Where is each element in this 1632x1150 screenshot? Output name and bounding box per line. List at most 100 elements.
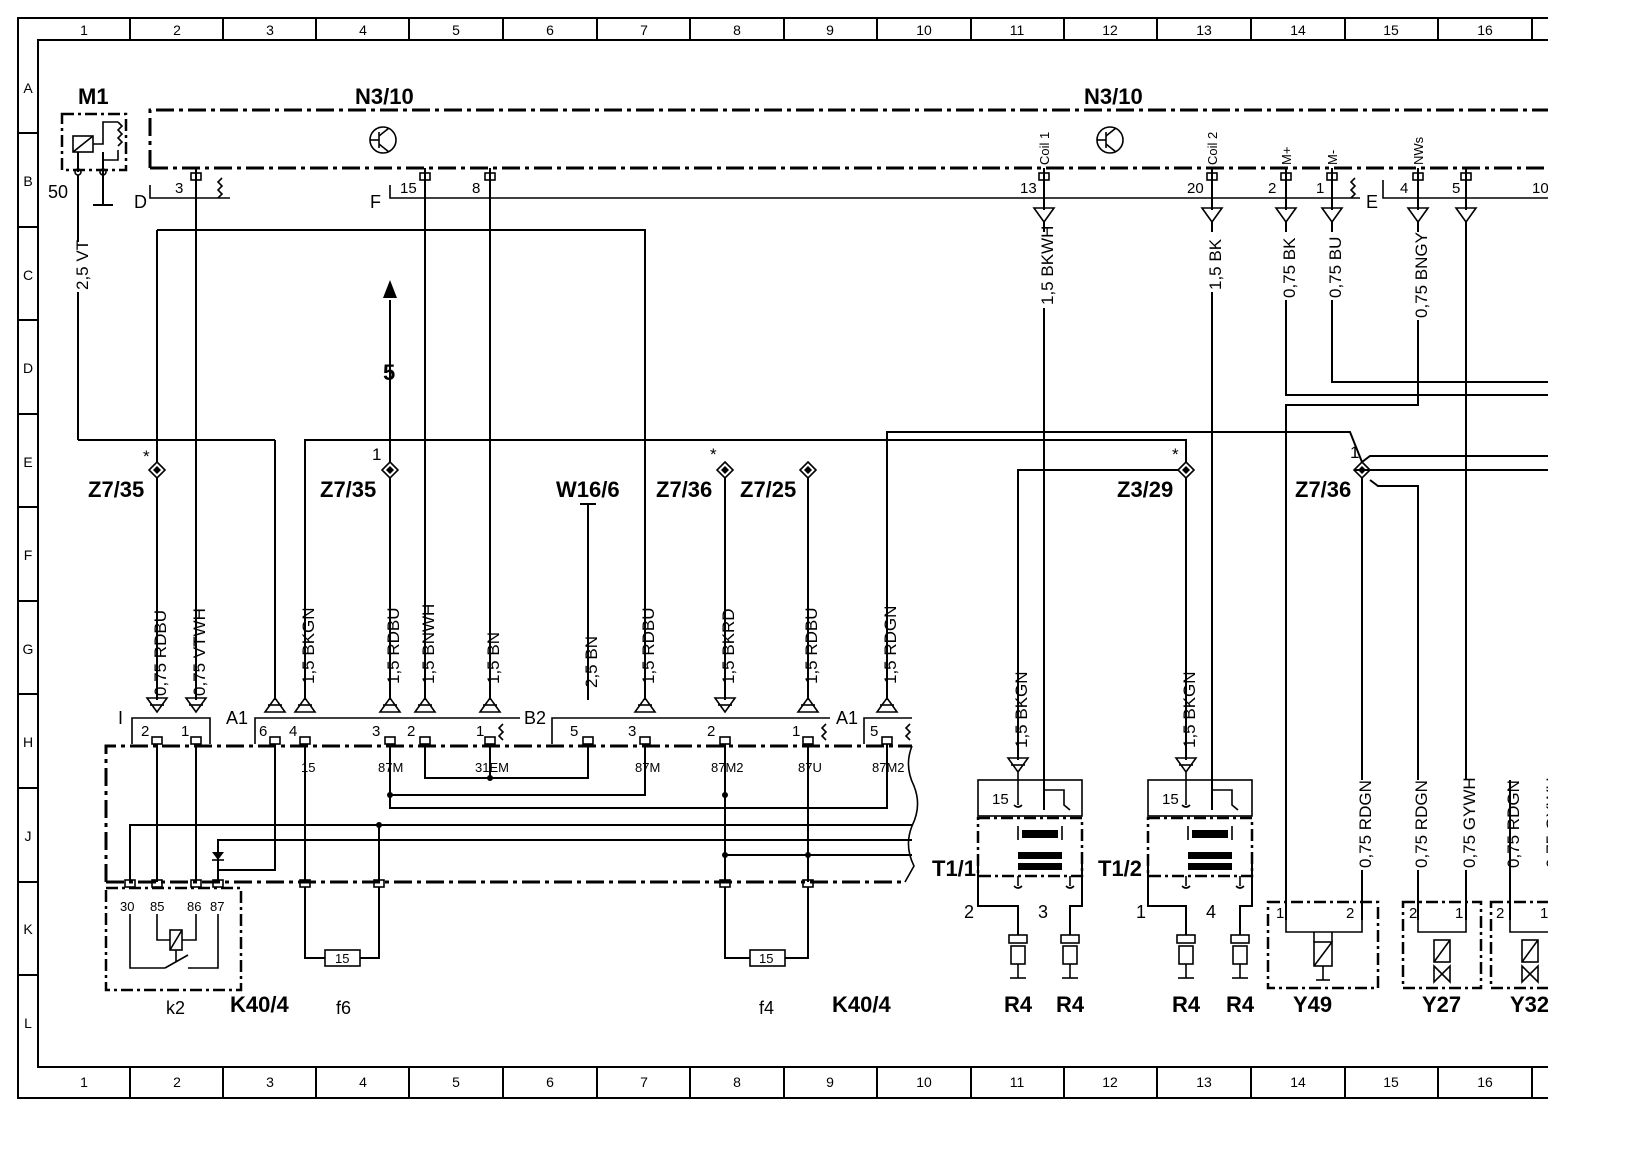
ref-arrow-5: 5 — [383, 360, 395, 385]
m1-component: M1 50 2,5 VT — [48, 84, 276, 700]
z7-35-left-star: * — [143, 447, 150, 466]
transistor-icon — [369, 126, 397, 154]
diagram-frame — [17, 17, 1632, 1099]
n3-10-label-left: N3/10 — [355, 84, 414, 109]
b2-pin-1: 1 — [792, 723, 800, 740]
grid-col-10-bottom: 10 — [916, 1074, 932, 1090]
pin-nws: NWs — [1411, 136, 1426, 165]
grid-col-11: 11 — [1010, 22, 1025, 38]
grid-columns-top: 1 2 3 4 5 6 7 8 9 10 11 12 13 14 15 16 — [80, 18, 1533, 40]
grid-row-l: L — [24, 1015, 32, 1031]
t1-1-pin-3: 3 — [1038, 902, 1048, 922]
grid-col-16: 16 — [1477, 22, 1493, 38]
k40-4-right-label: K40/4 — [832, 992, 891, 1017]
a1-pin-3: 3 — [372, 723, 380, 740]
b2-pin-2: 2 — [707, 723, 715, 740]
grid-row-a: A — [23, 80, 33, 96]
pin-2: 2 — [1268, 180, 1276, 197]
pin-1: 1 — [1316, 180, 1324, 197]
grid-row-f: F — [24, 547, 33, 563]
grid-col-6: 6 — [546, 22, 554, 38]
wire-1-5-bkrd: 1,5 BKRD — [719, 608, 738, 684]
grid-col-5: 5 — [452, 22, 460, 38]
r4-label-1: R4 — [1004, 992, 1033, 1017]
pin-13: 13 — [1020, 180, 1037, 197]
grid-col-12: 12 — [1102, 22, 1118, 38]
wire-2-5-vt: 2,5 VT — [73, 240, 92, 290]
y27-label: Y27 — [1422, 992, 1461, 1017]
y32-pin-1: 1 — [1540, 905, 1548, 922]
grid-row-k: K — [23, 921, 33, 937]
page-edge-mask — [1548, 0, 1632, 1150]
i-pin-1: 1 — [181, 723, 189, 740]
term-87m2: 87M2 — [711, 760, 744, 775]
k2-term-30: 30 — [120, 899, 134, 914]
fuse-f4-rating: 15 — [759, 951, 773, 966]
spark-plug-icon — [1176, 934, 1196, 979]
connector-d-label: D — [134, 192, 147, 212]
y32-pin-2: 2 — [1496, 905, 1504, 922]
spark-plug-icon — [1060, 934, 1080, 979]
grid-col-7-bottom: 7 — [640, 1074, 648, 1090]
grid-col-16-bottom: 16 — [1477, 1074, 1493, 1090]
z7-36-right-label: Z7/36 — [1295, 477, 1351, 502]
wire-1-5-rdbu-b: 1,5 RDBU — [384, 607, 403, 684]
term-15: 15 — [301, 760, 315, 775]
grid-col-6-bottom: 6 — [546, 1074, 554, 1090]
wire-0-75-gywh: 0,75 GYWH — [1460, 777, 1479, 868]
a1-pin-6: 6 — [259, 723, 267, 740]
grid-col-4: 4 — [359, 22, 367, 38]
wire-0-75-bk: 0,75 BK — [1280, 237, 1299, 298]
pin-10: 10 — [1532, 180, 1549, 197]
z3-29-star: * — [1172, 445, 1179, 464]
grid-col-15: 15 — [1383, 22, 1399, 38]
wire-1-5-bkgn: 1,5 BKGN — [299, 607, 318, 684]
wire-0-75-rdgn-y32: 0,75 RDGN — [1504, 780, 1523, 868]
grid-columns-bottom: 1 2 3 4 5 6 7 8 9 10 11 12 13 14 15 16 — [80, 1067, 1533, 1098]
a1-pin-2: 2 — [407, 723, 415, 740]
a1-pin-1: 1 — [476, 723, 484, 740]
grid-col-12-bottom: 12 — [1102, 1074, 1118, 1090]
spark-plug-icon — [1008, 934, 1028, 979]
t1-2-pin-4: 4 — [1206, 902, 1216, 922]
wire-1-5-bkgn-t1: 1,5 BKGN — [1012, 671, 1031, 748]
ignition-coil-t1-1: 1,5 BKGN 15 T1/1 2 3 R4 R4 — [932, 671, 1085, 1017]
wire-0-75-rdgn-y49: 0,75 RDGN — [1356, 780, 1375, 868]
ignition-coil-t1-2: 1,5 BKGN 15 T1/2 1 4 R4 R4 — [1098, 671, 1255, 1017]
grid-row-j: J — [25, 828, 32, 844]
connector-b2-label: B2 — [524, 708, 546, 728]
b2-pin-3: 3 — [628, 723, 636, 740]
m1-pin-50: 50 — [48, 182, 68, 202]
grid-col-13-bottom: 13 — [1196, 1074, 1212, 1090]
z3-29-label: Z3/29 — [1117, 477, 1173, 502]
f6-label: f6 — [336, 998, 351, 1018]
connector-a1-right-label: A1 — [836, 708, 858, 728]
k40-4-left-label: K40/4 — [230, 992, 289, 1017]
grid-col-15-bottom: 15 — [1383, 1074, 1399, 1090]
right-wires: 1,5 BKWH 1,5 BK 0,75 BK 0,75 BU 0,75 BNG… — [1038, 222, 1632, 920]
grid-col-2-bottom: 2 — [173, 1074, 181, 1090]
r4-label-2: R4 — [1056, 992, 1085, 1017]
m1-label: M1 — [78, 84, 109, 109]
wire-1-5-bk: 1,5 BK — [1206, 238, 1225, 290]
pin-coil-2: Coil 2 — [1205, 132, 1220, 165]
grid-col-9: 9 — [826, 22, 834, 38]
grid-col-1-bottom: 1 — [80, 1074, 88, 1090]
k2-term-85: 85 — [150, 899, 164, 914]
grid-col-11-bottom: 11 — [1010, 1074, 1025, 1090]
term-87u: 87U — [798, 760, 822, 775]
f4-label: f4 — [759, 998, 774, 1018]
n3-10-control-unit: N3/10 N3/10 D 3 F 15 8 — [134, 84, 1632, 700]
grid-col-14: 14 — [1290, 22, 1306, 38]
t1-2-pin-15: 15 — [1162, 791, 1179, 808]
grid-row-d: D — [23, 360, 33, 376]
connector-i-label: I — [118, 708, 123, 728]
z7-35-left-label: Z7/35 — [88, 477, 144, 502]
grid-col-7: 7 — [640, 22, 648, 38]
wire-0-75-bu: 0,75 BU — [1326, 237, 1345, 298]
t1-2-label: T1/2 — [1098, 856, 1142, 881]
w16-6-label: W16/6 — [556, 477, 620, 502]
wire-0-75-rdgn-y27: 0,75 RDGN — [1412, 780, 1431, 868]
z7-36-label: Z7/36 — [656, 477, 712, 502]
